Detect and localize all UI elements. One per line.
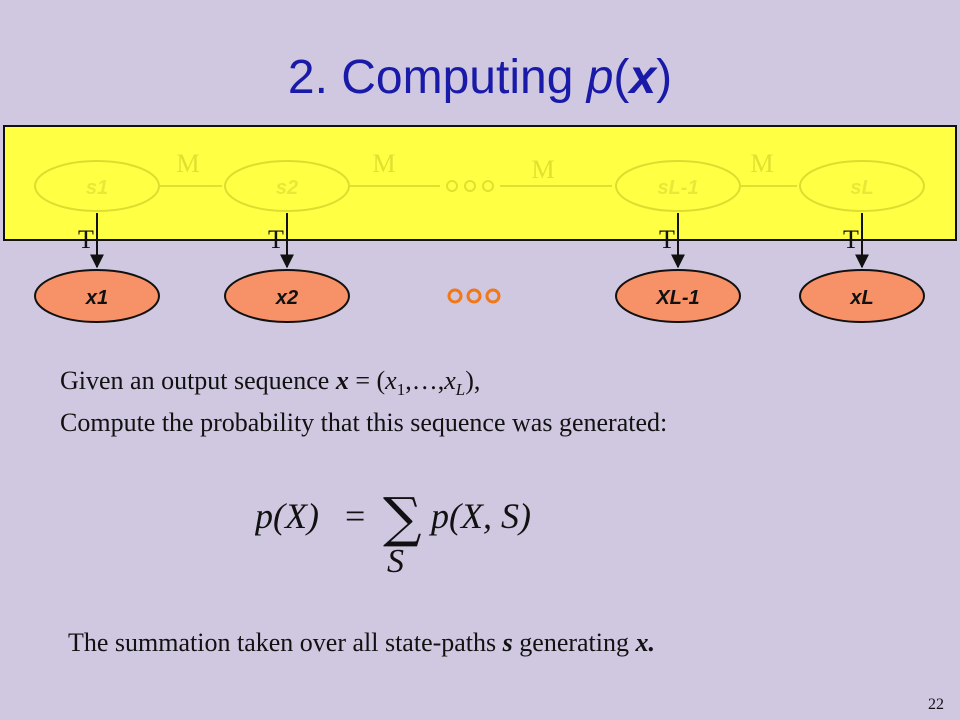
summation-note: The summation taken over all state-paths…	[68, 628, 656, 657]
output-label-2: x2	[275, 287, 298, 309]
svg-text:p(X): p(X)	[255, 496, 319, 536]
output-node-3	[615, 269, 741, 323]
state-node-2	[224, 160, 350, 212]
state-ellipsis-dot-3	[482, 180, 494, 192]
state-ellipsis-dot-1	[446, 180, 458, 192]
sum-formula: p(X) = ∑ S p(X, S)	[255, 486, 531, 580]
output-node-2	[224, 269, 350, 323]
page-number: 22	[928, 696, 944, 713]
output-node-1	[34, 269, 160, 323]
highlight-band	[3, 125, 957, 241]
state-node-1	[34, 160, 160, 212]
emission-label-1: T	[78, 225, 94, 254]
state-label-2: s2	[276, 177, 298, 199]
output-node-4	[799, 269, 925, 323]
transition-label-4: M	[750, 149, 773, 178]
state-node-4	[799, 160, 925, 212]
svg-text:p(X, S): p(X, S)	[428, 496, 531, 536]
emission-label-3: T	[659, 225, 675, 254]
transition-label-2: M	[372, 149, 395, 178]
state-ellipsis-dot-2	[464, 180, 476, 192]
output-label-4: xL	[849, 287, 873, 309]
emission-label-4: T	[843, 225, 859, 254]
slide-title: 2. Computing p(x)	[287, 51, 673, 104]
emission-label-2: T	[268, 225, 284, 254]
output-ellipsis-dot-1	[447, 288, 463, 304]
transition-label-3: M	[531, 155, 554, 184]
transition-label-1: M	[176, 149, 199, 178]
output-ellipsis-dot-2	[466, 288, 482, 304]
given-sequence-line: Given an output sequence x = (x1,…,xL),	[60, 366, 481, 400]
state-label-1: s1	[86, 177, 108, 199]
output-label-3: XL-1	[655, 287, 699, 309]
output-label-1: x1	[85, 287, 108, 309]
hmm-diagram: s1 s2 sL-1 sL M M M M T T T T x1 x2 XL-1…	[3, 125, 957, 323]
state-label-4: sL	[850, 177, 873, 199]
state-label-3: sL-1	[657, 177, 698, 199]
output-ellipsis-dot-3	[485, 288, 501, 304]
compute-line: Compute the probability that this sequen…	[60, 408, 668, 437]
state-node-3	[615, 160, 741, 212]
svg-text:∑: ∑	[383, 486, 422, 549]
svg-text:S: S	[387, 543, 404, 580]
svg-text:=: =	[345, 496, 365, 536]
